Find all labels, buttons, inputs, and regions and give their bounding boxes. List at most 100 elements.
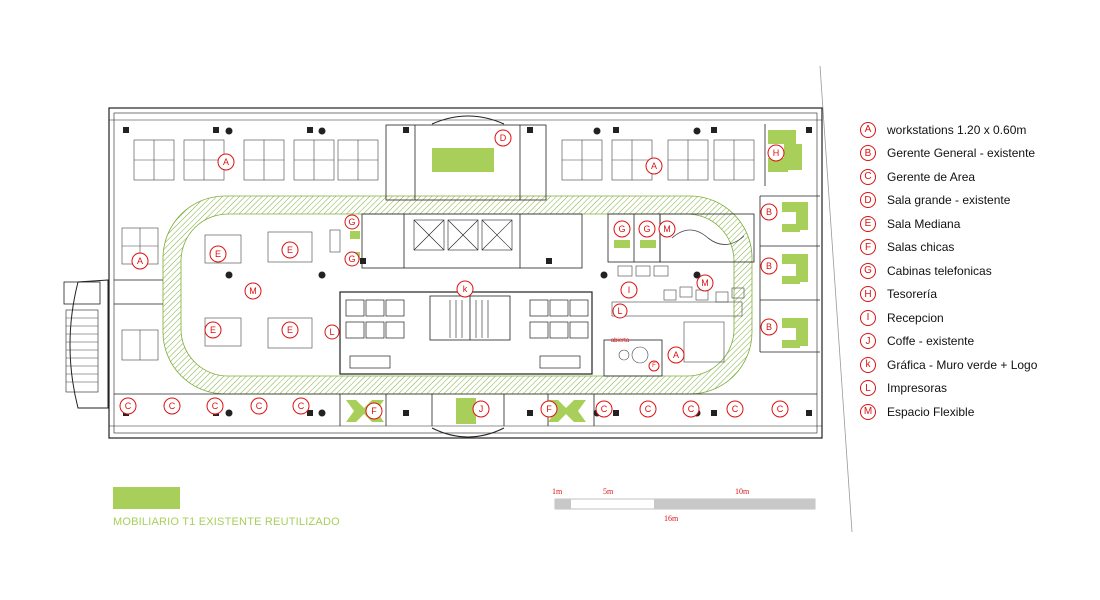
label-a-top-right: A (645, 157, 663, 175)
svg-text:C: C (601, 404, 608, 414)
label-c-1: C (119, 397, 137, 415)
svg-text:G: G (348, 254, 355, 264)
label-m-left: M (244, 282, 262, 300)
svg-text:A: A (673, 350, 679, 360)
svg-text:C: C (256, 401, 263, 411)
legend-item: M Espacio Flexible (860, 400, 1090, 424)
svg-text:J: J (479, 404, 484, 414)
scale-label-10m: 10m (735, 487, 750, 496)
legend-item: D Sala grande - existente (860, 189, 1090, 213)
workstations-top-left (133, 139, 379, 181)
interior-partitions (114, 124, 820, 426)
label-c-9: C (726, 400, 744, 418)
legend-label: Recepcion (887, 310, 944, 325)
site-boundary-line (819, 65, 853, 533)
legend-badge: B (860, 145, 876, 162)
label-c-6: C (595, 400, 613, 418)
svg-text:E: E (287, 245, 293, 255)
label-h: H (767, 144, 785, 162)
legend-label: Gerente General - existente (887, 146, 1036, 161)
legend-badge: F (860, 239, 876, 256)
legend-item: I Recepcion (860, 306, 1090, 330)
svg-text:M: M (249, 286, 257, 296)
label-f-small: F (648, 360, 660, 372)
svg-text:C: C (169, 401, 176, 411)
legend-badge: k (860, 356, 876, 373)
label-g-4: G (638, 220, 656, 238)
svg-text:I: I (628, 285, 631, 295)
label-c-3: C (206, 397, 224, 415)
legend-label: Sala Mediana (887, 216, 961, 231)
building-walls (63, 107, 823, 439)
svg-text:B: B (766, 322, 772, 332)
label-m-right-top: M (658, 220, 676, 238)
svg-text:C: C (777, 404, 784, 414)
restroom-stalls (345, 299, 589, 369)
svg-text:A: A (137, 256, 143, 266)
legend-label: workstations 1.20 x 0.60m (887, 122, 1027, 137)
label-f-1: F (365, 402, 383, 420)
legend-item: E Sala Mediana (860, 212, 1090, 236)
legend-item: B Gerente General - existente (860, 142, 1090, 166)
legend-label: Tesorería (887, 287, 938, 302)
label-e-4: E (281, 321, 299, 339)
label-e-2: E (281, 241, 299, 259)
legend-badge: A (860, 121, 876, 138)
core-stair-and-elevators (413, 219, 513, 338)
reception-furniture (611, 229, 745, 364)
legend-label: Coffe - existente (887, 334, 975, 349)
label-l-left: L (324, 324, 340, 340)
svg-text:F: F (652, 363, 656, 369)
legend-label: Gerente de Area (887, 169, 976, 184)
svg-text:C: C (212, 401, 219, 411)
label-b-1: B (760, 203, 778, 221)
legend-badge: E (860, 215, 876, 232)
svg-text:G: G (643, 224, 650, 234)
meeting-room-furniture (204, 229, 341, 349)
svg-text:M: M (663, 224, 671, 234)
label-c-5: C (292, 397, 310, 415)
left-stair (66, 317, 98, 383)
legend-badge: D (860, 192, 876, 209)
label-f-2: F (540, 400, 558, 418)
legend-badge: J (860, 333, 876, 350)
svg-text:M: M (701, 278, 709, 288)
svg-text:F: F (371, 406, 377, 416)
legend-item: k Gráfica - Muro verde + Logo (860, 353, 1090, 377)
workstations-left (121, 227, 159, 361)
label-b-2: B (760, 257, 778, 275)
scale-label-1m: 1m (552, 487, 563, 496)
svg-text:C: C (298, 401, 305, 411)
label-c-2: C (163, 397, 181, 415)
legend-badge: I (860, 309, 876, 326)
svg-text:B: B (766, 261, 772, 271)
label-c-4: C (250, 397, 268, 415)
legend-badge: M (860, 403, 876, 420)
label-c-7: C (639, 400, 657, 418)
legend-label: Impresoras (887, 381, 948, 396)
label-a-reception: A (667, 346, 685, 364)
svg-text:F: F (546, 404, 552, 414)
scale-bar (554, 498, 816, 510)
svg-text:k: k (463, 284, 468, 294)
abierta-note: abierta (611, 338, 630, 344)
svg-text:L: L (329, 327, 334, 337)
svg-text:A: A (651, 161, 657, 171)
label-a-left: A (131, 252, 149, 270)
legend-label: Gráfica - Muro verde + Logo (887, 357, 1038, 372)
legend-label: Espacio Flexible (887, 404, 975, 419)
legend-item: J Coffe - existente (860, 330, 1090, 354)
label-k: k (456, 280, 474, 298)
legend-label: Sala grande - existente (887, 193, 1011, 208)
svg-text:G: G (348, 217, 355, 227)
svg-text:C: C (125, 401, 132, 411)
legend-badge: G (860, 262, 876, 279)
label-g-2: G (344, 251, 360, 267)
existing-furniture (346, 130, 808, 424)
